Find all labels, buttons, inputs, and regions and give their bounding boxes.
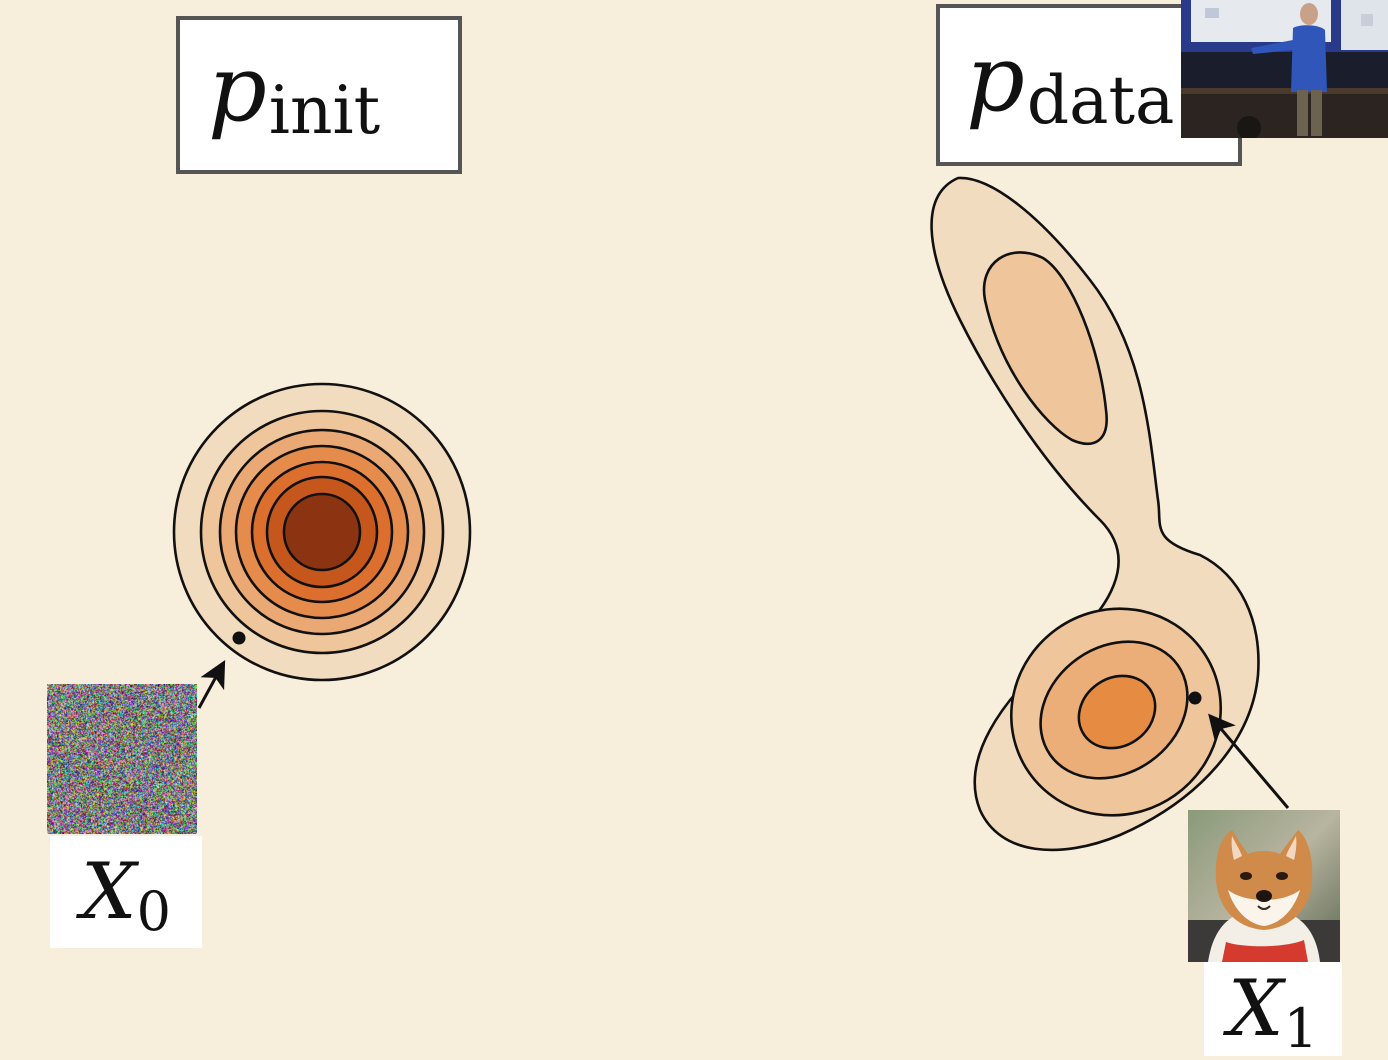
x0-arrow <box>197 660 226 709</box>
p-data-subscript: data <box>1026 62 1175 139</box>
p-init-contour-7 <box>282 492 362 572</box>
x1-sample-point <box>1188 691 1202 705</box>
p-data-lower-mode-contour-3 <box>1077 674 1157 750</box>
x0-sample-point <box>232 631 246 645</box>
p-data-symbol: p <box>966 25 1025 132</box>
noise-image <box>47 684 197 834</box>
lecturer-webcam <box>1181 0 1388 138</box>
x1-subscript: 1 <box>1283 997 1318 1060</box>
p-init-contours <box>172 382 472 682</box>
p-init-subscript: init <box>268 72 381 149</box>
shiba-dog-photo <box>1188 810 1340 962</box>
x1-symbol: X <box>1228 964 1284 1054</box>
x0-symbol: X <box>81 847 137 937</box>
p-data-upper-mode-contour <box>982 251 1108 446</box>
p-data-contours <box>930 176 1260 852</box>
p-init-symbol: p <box>208 35 267 142</box>
x1-arrow <box>1208 713 1290 809</box>
x0-subscript: 0 <box>136 880 171 943</box>
